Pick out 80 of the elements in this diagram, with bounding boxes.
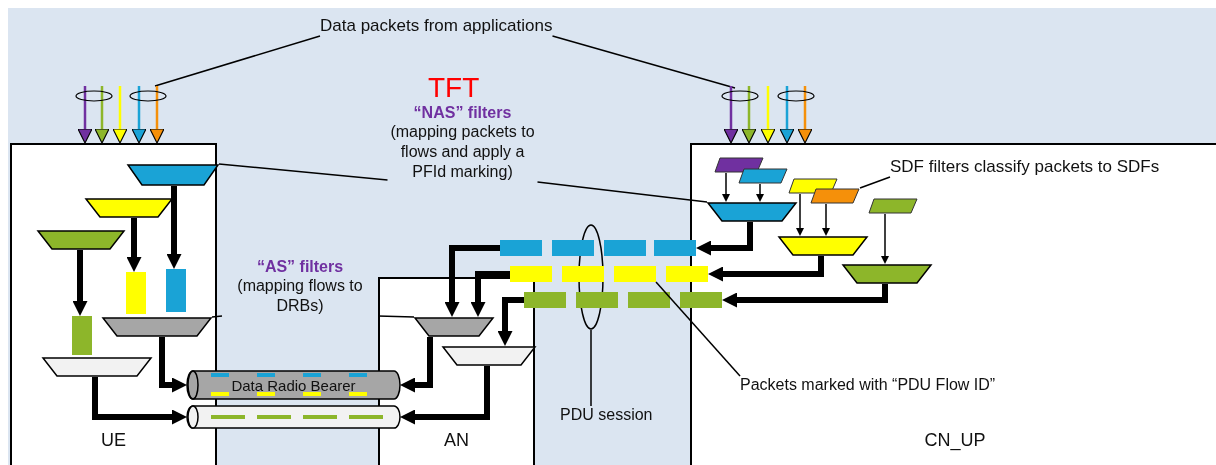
leader-line (590, 329, 592, 407)
packet-arrow (112, 86, 128, 144)
flow-arrow (126, 218, 142, 272)
filter-trapezoid (442, 346, 536, 366)
packet-block (576, 292, 618, 308)
leader-line (859, 176, 891, 189)
tft-label: TFT (428, 72, 480, 104)
filter-trapezoid (127, 164, 219, 186)
packet-block (524, 292, 566, 308)
flow-arrow (822, 203, 830, 236)
filter-trapezoid (42, 357, 152, 377)
flow-arrow (400, 366, 490, 425)
flow-arrow (722, 284, 888, 308)
packet-arrow (797, 86, 813, 144)
packet-arrow (94, 86, 110, 144)
flow-arrow (400, 337, 433, 393)
packet-arrow (779, 86, 795, 144)
filter-trapezoid (842, 264, 932, 284)
flow-arrow (722, 172, 730, 202)
packet-block (562, 266, 604, 282)
flow-arrow (708, 256, 824, 282)
flow-arrow (497, 297, 524, 346)
packet-block (666, 266, 708, 282)
flow-arrow (696, 222, 753, 256)
packet-block (510, 266, 552, 282)
leader-line (218, 163, 389, 181)
packet-block (166, 269, 186, 312)
packet-arrow (760, 86, 776, 144)
leader-line (211, 315, 223, 318)
leader-line (551, 35, 736, 89)
flow-arrow (796, 193, 804, 236)
bearer-label: Data Radio Bearer (231, 376, 356, 394)
packet-block (680, 292, 722, 308)
annotation-text: Data packets from applications (320, 16, 553, 36)
filter-trapezoid (102, 317, 212, 337)
filter-trapezoid (414, 317, 494, 337)
entity-label: AN (444, 430, 469, 451)
packet-arrow (149, 86, 165, 144)
filter-trapezoid (707, 202, 797, 222)
filter-title: “NAS” filters (413, 104, 512, 122)
entity-label: UE (101, 430, 126, 451)
packet-arrow (723, 86, 739, 144)
packet-block (628, 292, 670, 308)
packet-arrow (131, 86, 147, 144)
filter-title: “AS” filters (256, 258, 344, 276)
packet-block (614, 266, 656, 282)
entity-label: CN_UP (924, 430, 986, 451)
filter-description: (mapping flows to DRBs) (236, 276, 364, 316)
packet-arrow (741, 86, 757, 144)
leader-line (154, 35, 321, 87)
filter-trapezoid (778, 236, 868, 256)
packet-block (654, 240, 696, 256)
flow-arrow (881, 213, 889, 264)
flow-arrow (92, 377, 187, 425)
flow-arrow (756, 183, 764, 202)
flow-arrow (444, 245, 500, 317)
leader-line (655, 281, 741, 377)
annotation-text: Packets marked with “PDU Flow ID” (740, 376, 996, 394)
sdf-filter-parallelogram (868, 198, 918, 214)
annotation-text: SDF filters classify packets to SDFs (890, 157, 1160, 177)
flow-arrow (166, 186, 182, 269)
filter-trapezoid (85, 198, 173, 218)
packet-block (126, 272, 146, 314)
filter-description: (mapping packets to flows and apply a PFId marking) (389, 122, 536, 182)
annotation-text: PDU session (560, 406, 653, 424)
sdf-filter-parallelogram (738, 168, 788, 184)
sdf-filter-parallelogram (810, 188, 860, 204)
network-entity-box (10, 143, 217, 465)
leader-line (377, 315, 415, 318)
leader-line (536, 181, 708, 203)
packet-block (500, 240, 542, 256)
packet-block (552, 240, 594, 256)
filter-trapezoid (37, 230, 125, 250)
packet-arrow (77, 86, 93, 144)
flow-arrow (470, 271, 510, 317)
packet-block (72, 316, 92, 355)
flow-arrow (72, 250, 88, 316)
packet-block (604, 240, 646, 256)
flow-arrow (159, 337, 187, 393)
network-entity-box (690, 143, 1216, 465)
